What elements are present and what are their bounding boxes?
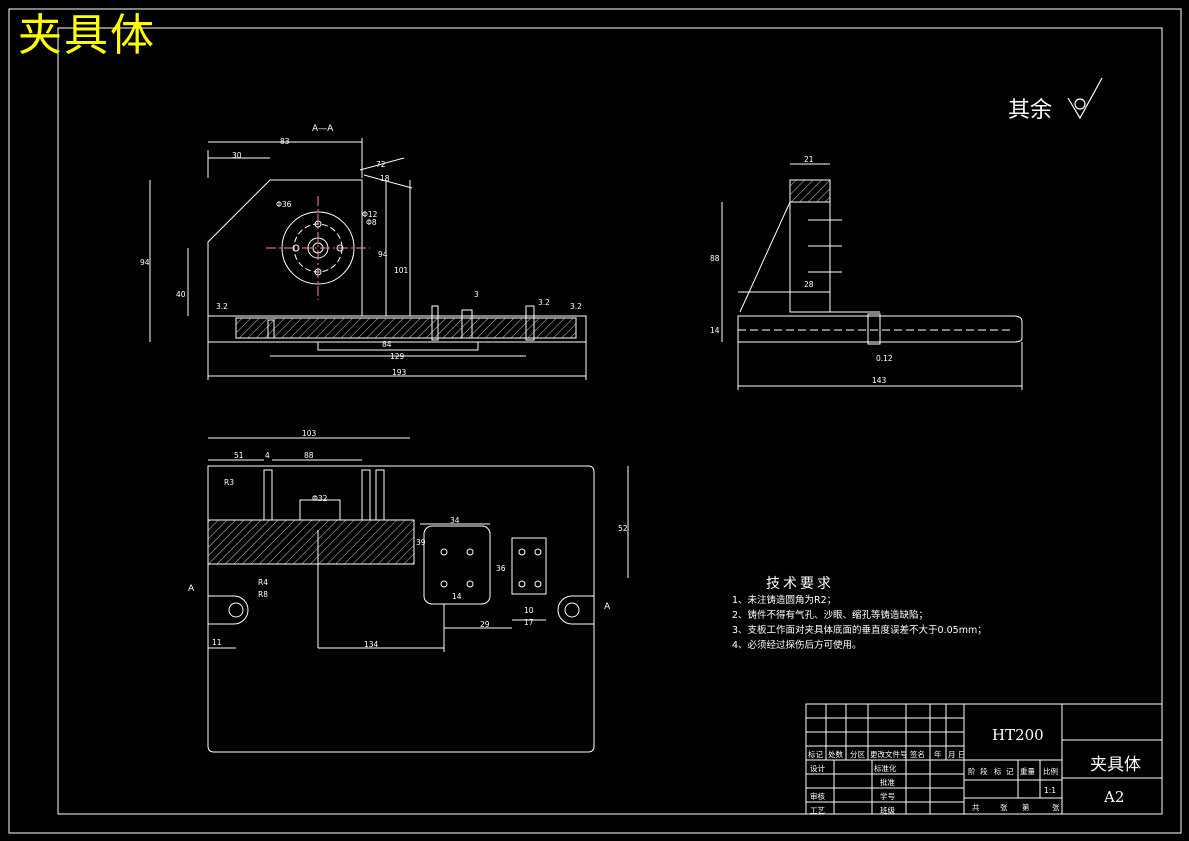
dim-label: 72	[376, 160, 386, 169]
tech-requirement-item: 4、必须经过探伤后方可使用。	[732, 640, 862, 651]
dim-label: R3	[224, 478, 234, 487]
surface-roughness-symbol	[1067, 77, 1103, 120]
dim-label: 52	[618, 524, 628, 533]
tb-stage-label: 比例	[1043, 767, 1058, 776]
dim-label: 29	[480, 620, 490, 629]
dim-label: 3.2	[216, 302, 228, 311]
dim-label: 21	[804, 155, 814, 164]
dim-label: 51	[234, 451, 244, 460]
dim-label: 11	[212, 638, 222, 647]
dim-label: 83	[280, 137, 290, 146]
tb-stage-label: 重量	[1020, 767, 1035, 776]
tb-header: 分区	[850, 750, 865, 759]
dim-label: 101	[394, 266, 409, 275]
section-label: A—A	[312, 124, 334, 134]
dim-label: 39	[416, 538, 426, 547]
tb-header: 年	[934, 750, 942, 759]
dim-label: R8	[258, 590, 268, 599]
dim-label: 4	[265, 451, 270, 460]
dim-label: 129	[390, 352, 405, 361]
tech-requirement-item: 3、支板工作面对夹具体底面的垂直度误差不大于0.05mm；	[732, 625, 987, 636]
tb-stage-label: 记	[1006, 767, 1014, 776]
dim-label: 10	[524, 606, 534, 615]
dim-label: 94	[140, 258, 150, 267]
dim-label: 3.2	[570, 302, 582, 311]
dim-label: 14	[710, 326, 720, 335]
dim-label: 84	[382, 340, 392, 349]
dim-label: 18	[380, 174, 390, 183]
tb-header: 处数	[828, 750, 843, 759]
tb-stage-label: 阶	[968, 767, 976, 776]
tb-header: 标记	[808, 750, 823, 759]
sheet-size-label: A2	[1104, 788, 1125, 806]
tb-row-label: 设计	[810, 764, 825, 773]
tb-mid-label: 标准化	[874, 764, 897, 773]
dim-label: 134	[364, 640, 379, 649]
scale-label: 1:1	[1044, 786, 1057, 795]
dim-label: 30	[232, 151, 242, 160]
tb-mid-label: 学号	[880, 792, 895, 801]
dim-label: 14	[452, 592, 462, 601]
section-marker-right: A	[604, 602, 611, 612]
tech-requirements-title: 技术要求	[766, 576, 834, 592]
tb-header: 签名	[910, 750, 925, 759]
dim-label: 3	[474, 290, 479, 299]
dim-label: R4	[258, 578, 268, 587]
tb-sheet-label: 共	[972, 803, 980, 812]
dim-label: 36	[496, 564, 506, 573]
dim-label: 34	[450, 516, 460, 525]
dim-label: Φ8	[366, 218, 377, 227]
tb-stage-label: 标	[994, 767, 1002, 776]
dim-label: 0.12	[876, 354, 893, 363]
tb-mid-label: 班级	[880, 806, 895, 815]
dim-label: 40	[176, 290, 186, 299]
dim-label: 17	[524, 618, 534, 627]
material-label: HT200	[992, 726, 1044, 744]
drawing-title: 夹具体	[18, 10, 156, 61]
tb-mid-label: 批准	[880, 778, 895, 787]
tb-row-label: 审核	[810, 792, 825, 801]
surface-note-text: 其余	[1008, 98, 1053, 123]
dim-label: 3.2	[538, 298, 550, 307]
tb-stage-label: 段	[980, 767, 988, 776]
top-view	[207, 437, 629, 753]
tb-sheet-label: 第	[1022, 803, 1030, 812]
dim-label: Φ12	[362, 210, 378, 219]
front-section-view	[149, 138, 587, 380]
section-marker-left: A	[188, 584, 195, 594]
tb-header: 更改文件号	[870, 750, 908, 759]
tech-requirement-item: 2、铸件不得有气孔、沙眼、缩孔等铸造缺陷；	[732, 610, 929, 621]
tb-header: 日	[958, 750, 966, 759]
dim-label: Φ32	[312, 494, 328, 503]
tb-sheet-label: 张	[1052, 803, 1060, 812]
part-name-label: 夹具体	[1090, 755, 1141, 775]
outer-frame	[8, 8, 1182, 834]
dim-label: 103	[302, 429, 317, 438]
dim-label: 28	[804, 280, 814, 289]
tb-row-label: 工艺	[810, 806, 825, 815]
dim-label: Φ36	[276, 200, 292, 209]
dim-label: 88	[304, 451, 314, 460]
tb-sheet-label: 张	[1000, 803, 1008, 812]
tb-header: 月	[948, 750, 956, 759]
dim-label: 88	[710, 254, 720, 263]
dim-label: 193	[392, 368, 407, 377]
dim-label: 94	[378, 250, 388, 259]
title-block	[805, 703, 1163, 815]
tech-requirements-list: 1、未注铸造圆角为R2； 2、铸件不得有气孔、沙眼、缩孔等铸造缺陷； 3、支板工…	[732, 593, 987, 653]
inner-frame	[57, 27, 1163, 815]
dim-label: 143	[872, 376, 887, 385]
tech-requirement-item: 1、未注铸造圆角为R2；	[732, 595, 837, 606]
side-view	[721, 163, 1023, 390]
